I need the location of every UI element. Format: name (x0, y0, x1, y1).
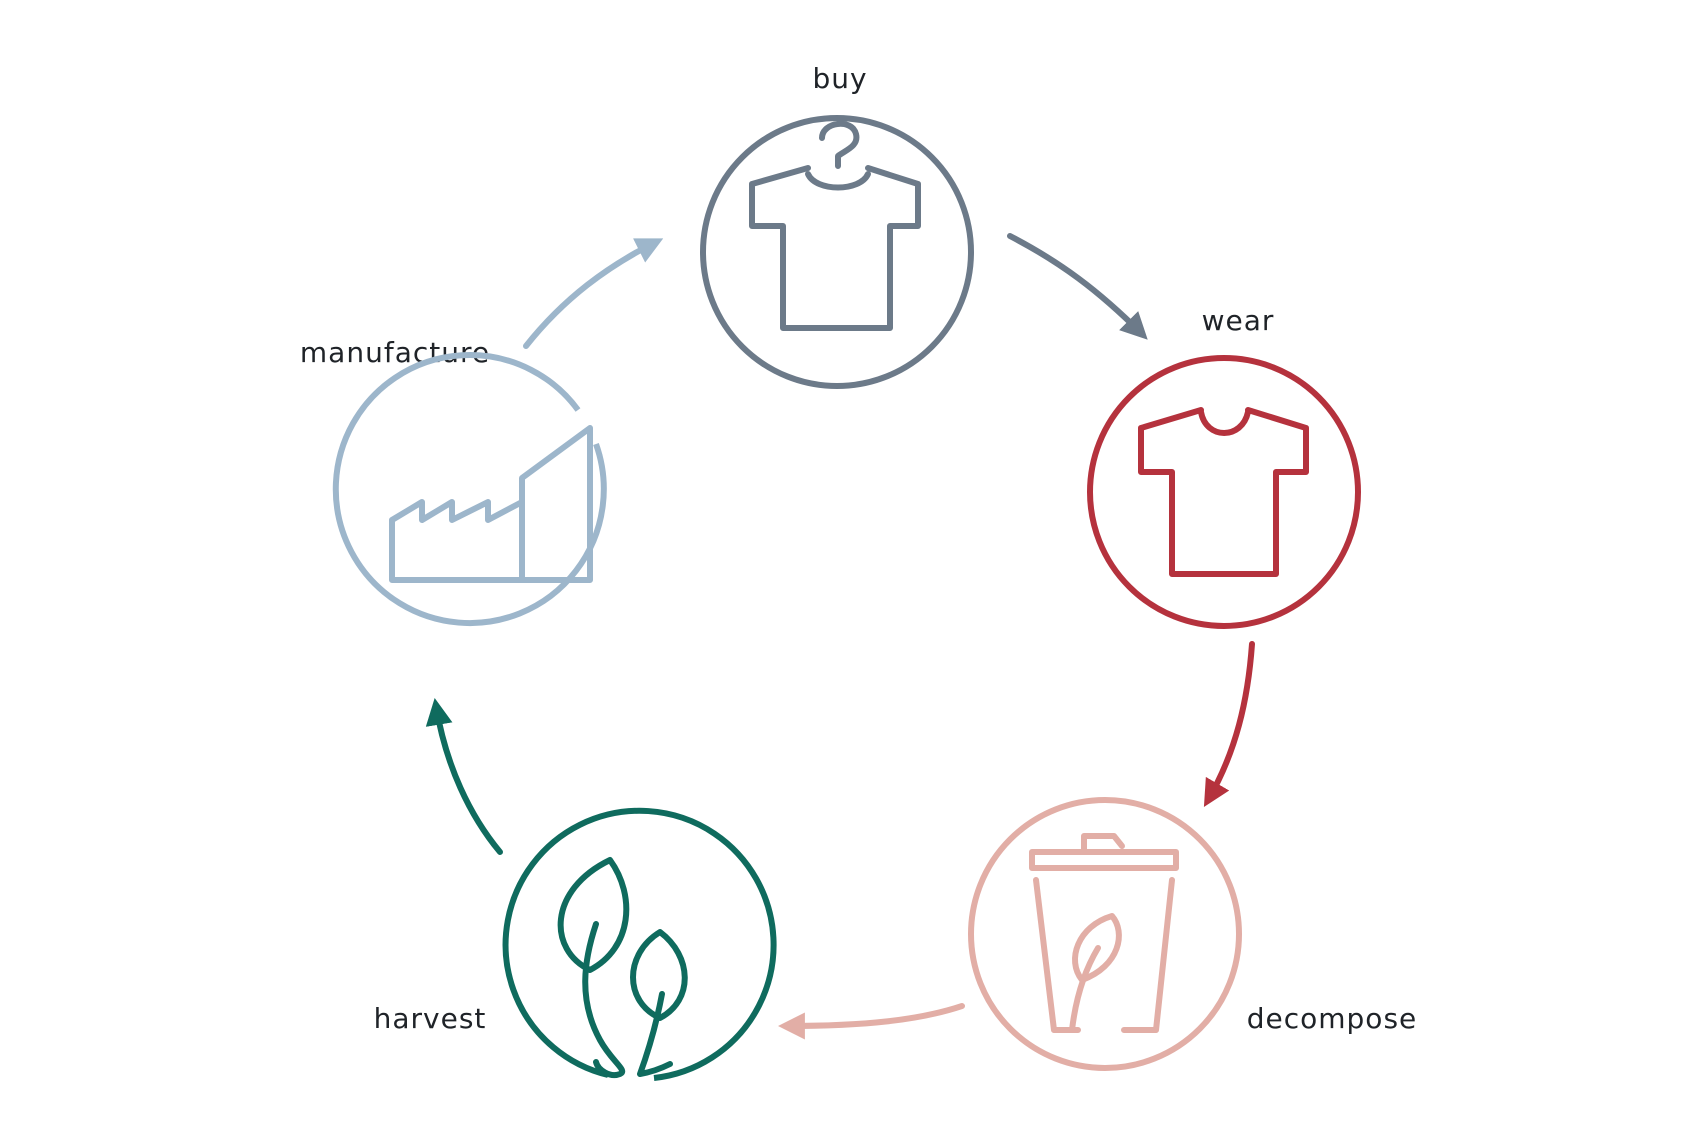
stage-ring-decompose (968, 797, 1242, 1071)
arrow-harvest-to-manufacture (425, 698, 503, 855)
factory-icon (389, 425, 593, 583)
stage-ring-manufacture (332, 352, 607, 627)
stage-decompose: decompose (968, 797, 1418, 1071)
stage-ring-wear (1087, 355, 1361, 629)
shirt-on-hanger-icon (749, 121, 921, 331)
arrow-manufacture-to-buy (523, 238, 664, 349)
arrow-wear-to-decompose (1203, 641, 1255, 807)
t-shirt-icon (1138, 407, 1309, 577)
arrow-buy-to-wear (1007, 233, 1148, 340)
stage-label-buy: buy (812, 62, 867, 95)
arrow-decompose-to-harvest (777, 1003, 965, 1040)
stage-manufacture: manufacture (300, 336, 607, 627)
stage-wear: wear (1087, 304, 1361, 629)
stage-ring-buy (700, 115, 974, 389)
compost-bin-icon (1029, 833, 1179, 1033)
stage-label-manufacture: manufacture (300, 336, 490, 369)
sprouting-leaves-icon (557, 857, 688, 1078)
stage-ring-harvest (502, 807, 777, 1081)
stage-buy: buy (700, 62, 974, 389)
stage-label-decompose: decompose (1247, 1002, 1418, 1035)
stage-label-harvest: harvest (374, 1002, 487, 1035)
stage-harvest: harvest (374, 807, 777, 1081)
stage-label-wear: wear (1202, 304, 1275, 337)
